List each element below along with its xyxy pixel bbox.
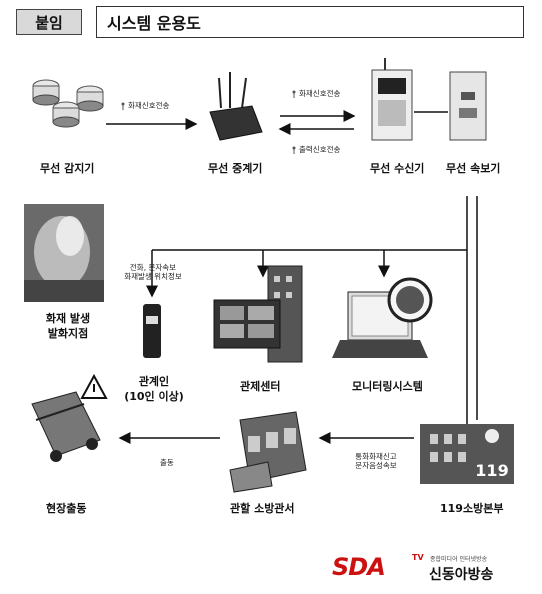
logo-name: 신동아방송 [429, 567, 494, 583]
edge-label-output-signal: 출력신호전송 [299, 145, 341, 154]
phone-icon [143, 304, 161, 358]
label-hq119: 119소방본부 [440, 502, 504, 515]
sda-logo: SDA TV 종합미디어 인터넷방송 신동아방송 [332, 553, 512, 583]
label-station: 관할 소방관서 [230, 502, 295, 515]
label-monitoring: 모니터링시스템 [352, 380, 423, 393]
label-alarm: 무선 속보기 [446, 162, 501, 175]
edge-label-sms-notice: 전화, 문자속보 화재발생 위치정보 [124, 263, 182, 282]
alarm-box-icon [449, 71, 487, 141]
label-detector: 무선 감지기 [40, 162, 95, 175]
hq-building-icon: 119 [420, 424, 514, 484]
control-center-icon [213, 265, 303, 363]
label-repeater: 무선 중계기 [208, 162, 263, 175]
label-fire-site: 화재 발생 발화지점 [45, 312, 91, 340]
receiver-panel-icon [371, 58, 413, 141]
label-stakeholder: 관계인 (10인 이상) [124, 375, 184, 403]
appendix-tag: 붙임 [16, 9, 82, 35]
detector-icon [32, 79, 104, 128]
edge-label-fire-signal-1: 화재신호전송 [128, 101, 170, 110]
svg-text:119: 119 [475, 461, 508, 480]
page-title: 시스템 운용도 [96, 6, 524, 38]
label-receiver: 무선 수신기 [370, 162, 425, 175]
label-dispatch: 현장출동 [46, 502, 87, 515]
edge-label-dispatch: 출동 [160, 458, 174, 467]
logo-subtitle: 종합미디어 인터넷방송 [430, 556, 488, 563]
edge-label-fire-signal-2: 화재신호전송 [299, 89, 341, 98]
router-icon [209, 72, 263, 141]
logo-tv: TV [412, 553, 424, 562]
fire-truck-icon [31, 373, 108, 462]
label-control-center: 관제센터 [240, 380, 281, 393]
logo-brand: SDA [332, 553, 386, 581]
fire-photo [24, 204, 104, 302]
edge-label-report: 통화화재신고 문자음성속보 [355, 452, 397, 471]
laptop-icon [332, 277, 433, 358]
signal-icon [121, 90, 296, 154]
fire-station-icon [229, 411, 307, 493]
